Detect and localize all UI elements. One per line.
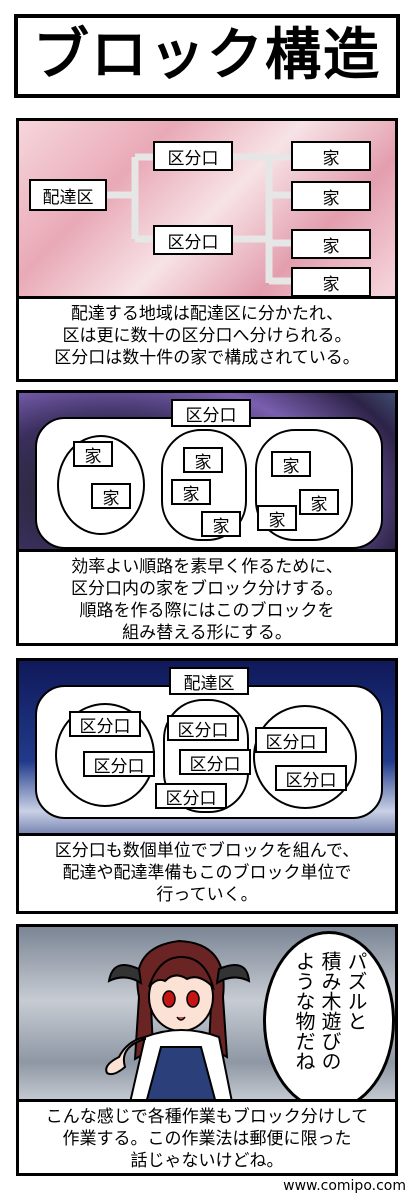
caption-line: 行っていく。	[156, 885, 258, 905]
caption-line: 作業する。この作業法は郵便に限った	[62, 1129, 352, 1149]
kubunguchi-box: 区分口	[69, 711, 141, 737]
caption-line: こんな感じで各種作業もブロック分けして	[45, 1107, 369, 1127]
house-box: 家	[291, 229, 371, 259]
caption-line: 区分口も数個単位でブロックを組んで、	[54, 841, 360, 861]
house-box: 家	[299, 489, 339, 515]
house-box: 家	[201, 511, 241, 537]
panel-3: 配達区 区分口 区分口 区分口 区分口 区分口 区分口 区分口 区分口も数個単位…	[16, 658, 398, 914]
character-illustration	[105, 939, 251, 1107]
tree-connectors	[105, 153, 291, 285]
house-box: 家	[291, 267, 371, 297]
kubunguchi-box: 区分口	[179, 749, 251, 775]
caption-line: 配達や配達準備もこのブロック単位で	[62, 863, 352, 883]
kubunguchi-block	[253, 705, 357, 809]
speech-line: パズルと	[344, 951, 368, 1031]
kubunguchi-box: 区分口	[167, 715, 239, 741]
speech-bubble	[263, 931, 395, 1111]
panel-4: パズルと 積み木遊びの ような物だね こんな感じで各種作業もブロック分けして 作…	[16, 924, 398, 1176]
house-box: 家	[257, 505, 297, 531]
caption-line: 区分口内の家をブロック分けする。	[71, 579, 343, 599]
caption-line: 効率よい順路を素早く作るために、	[71, 557, 343, 577]
house-box: 家	[171, 479, 211, 505]
panel-1: 配達区 区分口 区分口 家 家 家 家 配達する地域は配達区に分かたれ、 区は更…	[16, 118, 398, 382]
area-header: 区分口	[171, 399, 251, 427]
house-box: 家	[291, 181, 371, 211]
panel-4-caption: こんな感じで各種作業もブロック分けして 作業する。この作業法は郵便に限った 話じ…	[19, 1099, 395, 1173]
caption-line: 話じゃないけどね。	[130, 1151, 284, 1171]
panel-2-caption: 効率よい順路を素早く作るために、 区分口内の家をブロック分けする。 順路を作る際…	[19, 549, 395, 643]
kubunguchi-box: 区分口	[255, 727, 327, 753]
title-box: ブロック構造	[14, 14, 400, 98]
caption-line: 順路を作る際にはこのブロックを	[79, 601, 335, 621]
house-box: 家	[73, 441, 113, 467]
area-header: 配達区	[169, 667, 249, 695]
speech-line: ような物だね	[292, 951, 316, 1071]
speech-line: 積み木遊びの	[318, 951, 342, 1071]
kubunguchi-box: 区分口	[155, 783, 227, 809]
house-box: 家	[91, 483, 131, 509]
haitatsuku-box: 配達区	[29, 179, 107, 211]
kubunguchi-box: 区分口	[153, 141, 233, 171]
caption-line: 区分口は数十件の家で構成されている。	[54, 348, 360, 368]
kubunguchi-box: 区分口	[83, 751, 155, 777]
kubunguchi-box: 区分口	[275, 765, 347, 791]
caption-line: 区は更に数十の区分口へ分けられる。	[62, 326, 352, 346]
house-box: 家	[271, 451, 311, 477]
house-box: 家	[183, 447, 223, 473]
caption-line: 配達する地域は配達区に分かたれ、	[70, 304, 344, 324]
house-box: 家	[291, 141, 371, 171]
caption-line: 組み替える形にする。	[122, 623, 292, 643]
panel-2: 区分口 家 家 家 家 家 家 家 家 効率よい順路を素早く作るために、 区分口…	[16, 390, 398, 646]
page-title: ブロック構造	[33, 23, 381, 88]
kubunguchi-box: 区分口	[153, 225, 233, 255]
footer-credit: www.comipo.com	[283, 1178, 406, 1194]
panel-1-caption: 配達する地域は配達区に分かたれ、 区は更に数十の区分口へ分けられる。 区分口は数…	[19, 296, 395, 379]
panel-3-caption: 区分口も数個単位でブロックを組んで、 配達や配達準備もこのブロック単位で 行って…	[19, 833, 395, 911]
